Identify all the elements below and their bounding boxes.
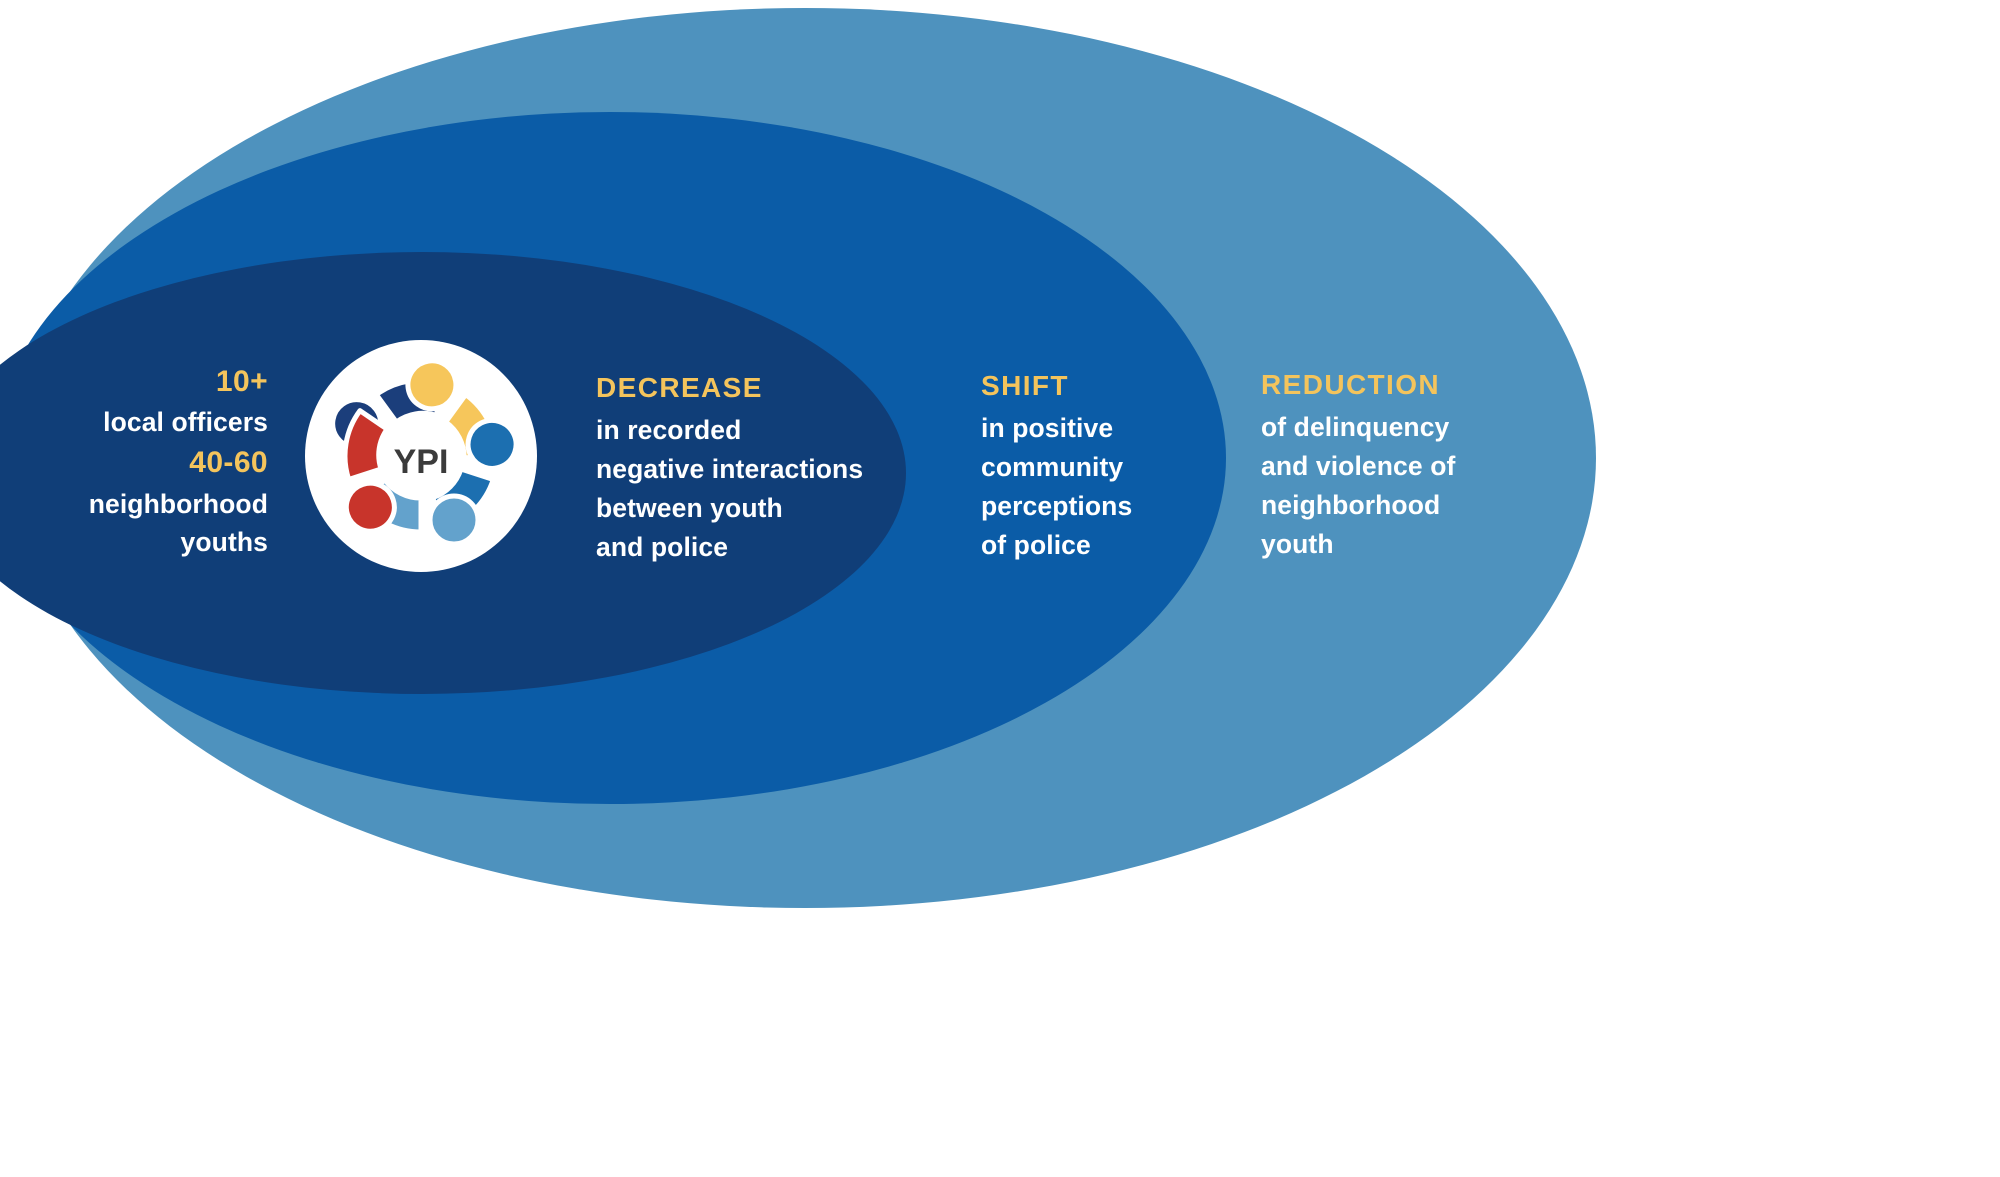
logo-person-group [330,358,519,547]
shift-line-2: community [981,452,1124,483]
decrease-block: DECREASE in recorded negative interactio… [596,367,863,567]
shift-block: SHIFT in positive community perceptions … [981,365,1132,565]
shift-line-3: perceptions [981,491,1133,522]
logo-wordmark: YPI [394,443,449,481]
reduction-kicker: REDUCTION [1261,369,1441,400]
decrease-line-3: between youth [596,493,783,524]
logo-person-red [342,408,397,534]
stat-officers-count: 10+ [215,365,268,398]
reduction-line-1: of delinquency [1261,412,1450,443]
stat-youths-count: 40-60 [189,446,268,480]
decrease-line-1: in recorded [596,415,742,446]
reduction-line-4: youth [1261,529,1334,560]
decrease-line-4: and police [596,532,729,563]
shift-kicker: SHIFT [981,370,1069,401]
logo-person-gold [405,358,500,461]
stat-youths-label-line2: youths [180,526,268,557]
logo-center-plate [389,424,453,485]
reduction-line-2: and violence of [1261,451,1456,482]
shift-line-4: of police [981,530,1091,561]
inputs-stats-block: 10+ local officers 40-60 neighborhood yo… [10,360,268,561]
reduction-line-3: neighborhood [1261,490,1441,521]
shift-line-1: in positive [981,413,1114,444]
decrease-kicker: DECREASE [596,372,763,403]
reduction-block: REDUCTION of delinquency and violence of… [1261,364,1455,564]
stat-officers-label: local officers [103,407,268,438]
decrease-line-2: negative interactions [596,454,864,485]
ypi-logo: YPI [305,340,537,572]
stat-youths-label-line1: neighborhood [88,488,268,519]
